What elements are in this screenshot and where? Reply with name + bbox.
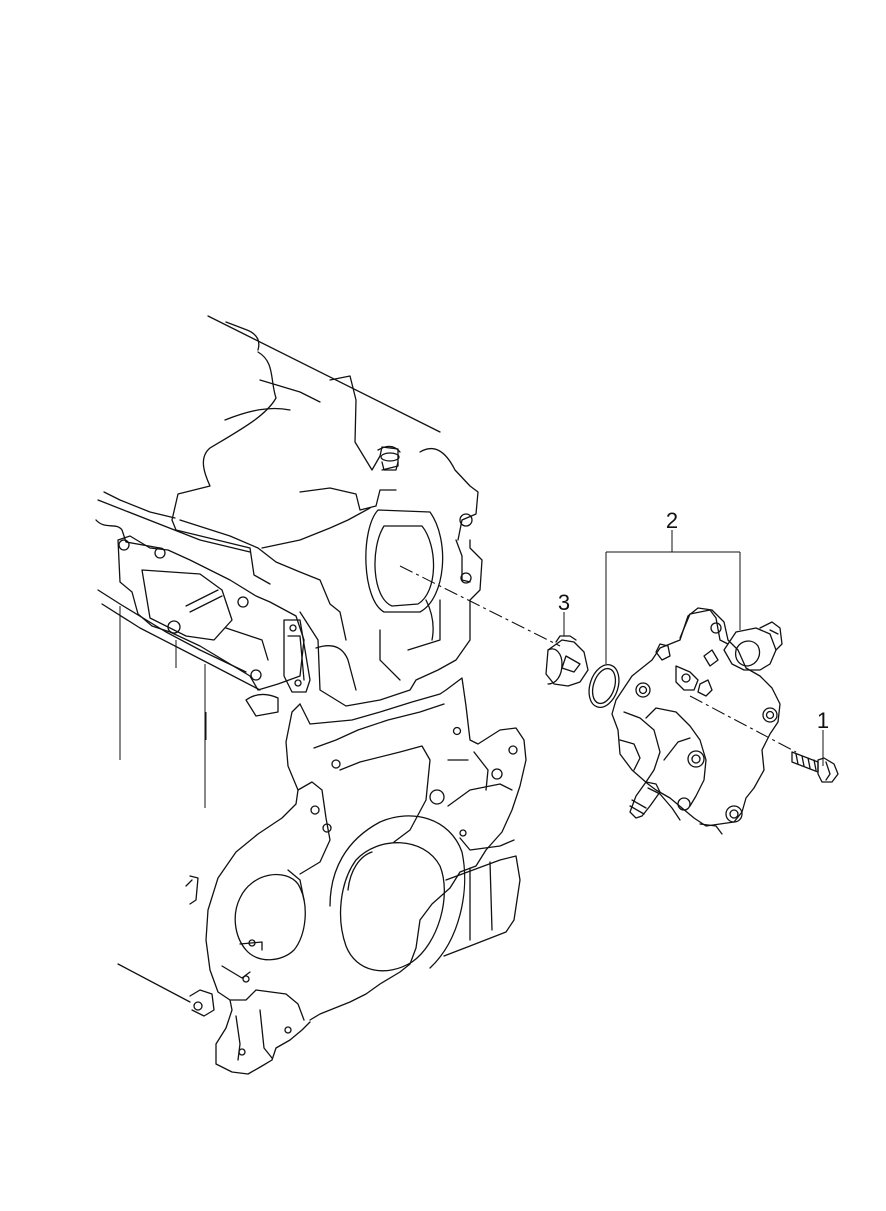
engine-block [95, 315, 527, 1075]
alignment-centerline [399, 565, 561, 647]
coupling-part-3 [545, 635, 589, 687]
callout-3: 3 [558, 590, 570, 615]
callout-1: 1 [817, 708, 829, 733]
callout-leaders [563, 530, 824, 766]
o-ring [588, 663, 620, 709]
bolt-centerline [689, 695, 797, 753]
callout-2: 2 [666, 508, 678, 533]
fuel-pump-part-2 [611, 607, 783, 835]
bolt-part-1 [791, 751, 839, 783]
